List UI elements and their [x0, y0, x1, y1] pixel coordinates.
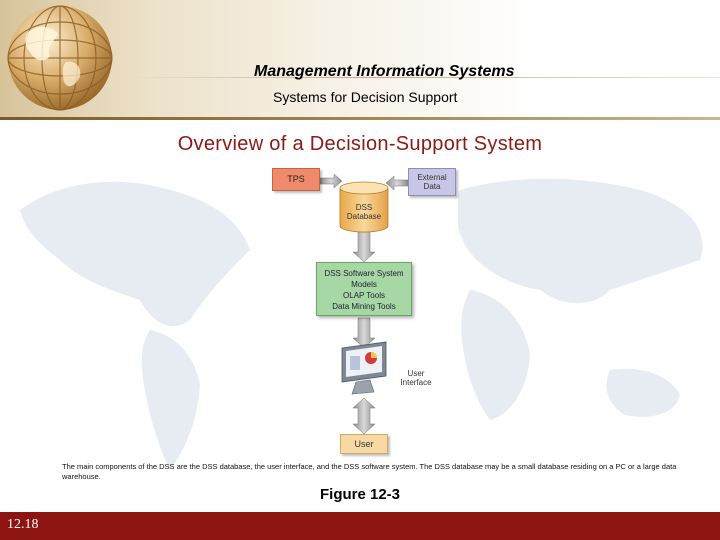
page-number: 12.18 [7, 517, 39, 533]
user-interface-label: User Interface [396, 369, 436, 387]
slide-heading: Overview of a Decision-Support System [0, 133, 720, 156]
dss-software-mining: Data Mining Tools [317, 301, 411, 312]
arrow-ui-user [353, 398, 375, 434]
globe-icon [4, 2, 116, 114]
arrow-db-software [353, 232, 375, 262]
dss-database-line1: DSS [340, 203, 388, 212]
course-title: Management Information Systems [254, 63, 515, 81]
footer-bar [0, 512, 720, 540]
dss-database-label: DSS Database [340, 203, 388, 221]
user-interface-line2: Interface [396, 378, 436, 387]
dss-software-title: DSS Software System [317, 268, 411, 279]
external-data-line2: Data [409, 182, 455, 191]
dss-database-line2: Database [340, 212, 388, 221]
external-data-box: External Data [408, 168, 456, 196]
arrow-tps-db [320, 174, 342, 188]
tps-box: TPS [272, 168, 320, 191]
dss-diagram: TPS External Data DSS Database DSS Softw… [270, 162, 458, 458]
dss-software-box: DSS Software System Models OLAP Tools Da… [316, 262, 412, 316]
arrow-software-ui [353, 318, 375, 348]
user-box: User [340, 434, 388, 454]
external-data-line1: External [409, 173, 455, 182]
dss-software-olap: OLAP Tools [317, 290, 411, 301]
chapter-subtitle: Systems for Decision Support [273, 89, 457, 105]
user-interface-line1: User [396, 369, 436, 378]
arrow-ext-db [386, 176, 408, 190]
figure-caption: The main components of the DSS are the D… [62, 462, 682, 482]
figure-label: Figure 12-3 [0, 486, 720, 503]
monitor-icon [342, 342, 386, 394]
dss-software-models: Models [317, 279, 411, 290]
